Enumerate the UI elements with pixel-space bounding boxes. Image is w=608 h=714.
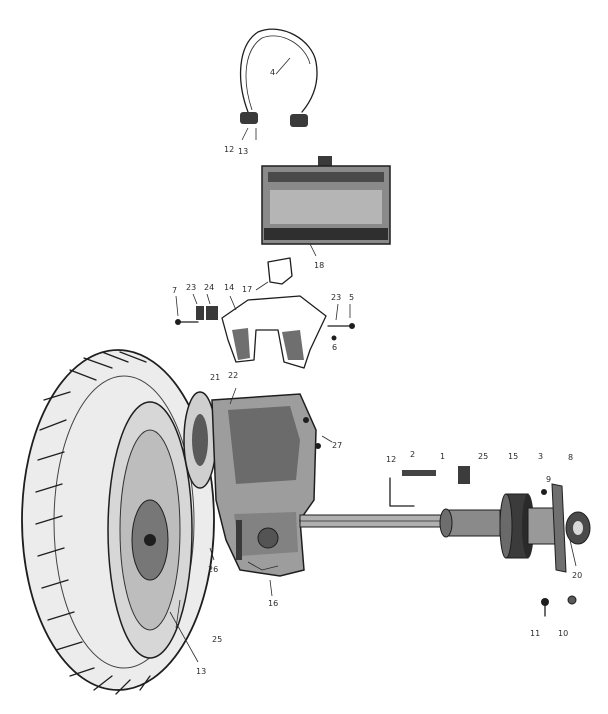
- label-23-left: 23: [186, 283, 196, 292]
- label-25-shaft: 25: [478, 452, 488, 461]
- label-11: 11: [530, 629, 540, 638]
- label-16: 16: [268, 599, 278, 608]
- label-5: 5: [349, 293, 354, 302]
- label-13-wheel: 13: [196, 667, 206, 676]
- screws-27: [303, 417, 333, 449]
- small-shaft-parts: [389, 466, 470, 507]
- label-17: 17: [242, 285, 252, 294]
- pins-11-10: [541, 595, 577, 617]
- label-15: 15: [508, 452, 518, 461]
- bracket-part: [221, 257, 327, 369]
- label-2: 2: [410, 450, 415, 459]
- label-1: 1: [440, 452, 445, 461]
- wheel-rim: [107, 401, 193, 659]
- label-8: 8: [568, 453, 573, 462]
- label-3: 3: [538, 452, 543, 461]
- drive-shaft: [299, 508, 501, 538]
- label-12-top: 12: [224, 145, 234, 154]
- label-7: 7: [172, 286, 177, 295]
- label-26: 26: [208, 565, 218, 574]
- transmission-housing: [211, 393, 317, 577]
- label-18: 18: [314, 261, 324, 270]
- label-12-shaft: 12: [386, 455, 396, 464]
- label-20: 20: [572, 571, 582, 580]
- label-9: 9: [546, 475, 551, 484]
- label-13-top: 13: [238, 147, 248, 156]
- label-4: 4: [270, 68, 275, 77]
- drive-pulley: [183, 391, 217, 489]
- label-21: 21: [210, 373, 220, 382]
- callout-labels: 4 12 13 18 17 7 23 24 14 23 5 6 21 22 27…: [172, 68, 582, 676]
- bolts-right: [327, 303, 355, 341]
- label-10: 10: [558, 629, 568, 638]
- leader-lines: [169, 387, 577, 663]
- label-27: 27: [332, 441, 342, 450]
- label-14: 14: [224, 283, 234, 292]
- label-24: 24: [204, 283, 214, 292]
- label-23-right: 23: [331, 293, 341, 302]
- bolts-left: [175, 293, 218, 325]
- label-22: 22: [228, 371, 238, 380]
- label-25-wheel: 25: [212, 635, 222, 644]
- battery-part: [261, 156, 391, 257]
- wire-loop-part: [239, 28, 318, 141]
- hub-assembly: [527, 483, 591, 573]
- label-6: 6: [332, 343, 337, 352]
